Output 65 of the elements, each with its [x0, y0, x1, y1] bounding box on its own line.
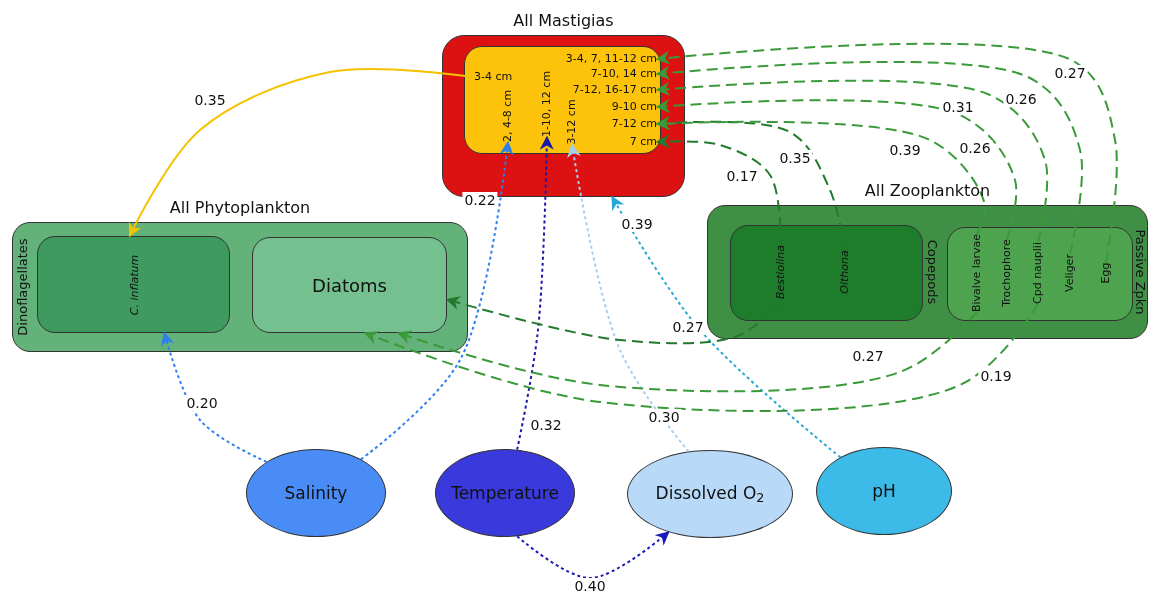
passive-zooplankton-box	[947, 227, 1133, 321]
size-label: 7-12 cm	[611, 117, 657, 131]
taxon-label: Bestiolina	[774, 245, 788, 299]
arrow	[128, 68, 475, 238]
edge-label: 0.31	[940, 99, 976, 115]
arrow	[655, 79, 1049, 243]
taxon-label: Bivalve larvae	[970, 234, 984, 312]
arrow	[655, 116, 987, 235]
group-heading: All Phytoplankton	[169, 198, 311, 217]
arrow	[363, 303, 1039, 413]
group-side-label: Passive Zpkn	[1132, 229, 1148, 315]
arrow	[655, 42, 1118, 264]
arrow	[611, 195, 842, 459]
size-label: 2, 4-8 cm	[501, 89, 515, 143]
size-label: 3-12 cm	[565, 99, 579, 145]
taxon-label: Veliger	[1063, 254, 1077, 292]
taxon-label: Diatoms	[312, 274, 387, 296]
edge-label: 0.40	[572, 578, 608, 594]
taxon-box	[252, 237, 447, 333]
edge-label: 0.22	[462, 192, 498, 208]
arrow	[655, 60, 1083, 256]
size-label: 3-4 cm	[474, 70, 513, 84]
arrow	[516, 531, 670, 579]
arrow	[160, 331, 268, 463]
group-heading: All Mastigias	[513, 11, 614, 30]
size-class-box	[464, 46, 661, 154]
taxon-label: Cpd nauplii	[1031, 242, 1045, 304]
edge-label: 0.32	[528, 417, 564, 433]
taxon-box	[37, 236, 230, 333]
size-label: 7-12, 16-17 cm	[572, 83, 657, 97]
arrow	[396, 311, 978, 393]
edge-label: 0.30	[646, 409, 682, 425]
size-label: 7-10, 14 cm	[590, 67, 657, 81]
arrow	[516, 135, 554, 451]
edge-label: 0.26	[1003, 91, 1039, 107]
edge-label: 0.27	[1052, 65, 1088, 81]
factor-label: pH	[872, 481, 896, 501]
taxon-label: C. inflatum	[127, 254, 140, 315]
arrow	[567, 143, 690, 453]
taxon-label: Egg	[1099, 262, 1113, 284]
size-label: 3-4, 7, 11-12 cm	[565, 52, 657, 66]
copepod-box	[730, 225, 923, 321]
edge-label: 0.17	[724, 168, 760, 184]
edge-label: 0.39	[619, 216, 655, 232]
factor-label: Salinity	[284, 483, 348, 503]
group-side-label: Copepods	[924, 239, 940, 305]
edge-label: 0.35	[777, 150, 813, 166]
factor-label: Dissolved O$_{2}$	[655, 482, 765, 506]
arrow	[655, 99, 1018, 241]
taxon-label: Oithona	[838, 250, 852, 294]
size-label: 7 cm	[629, 135, 657, 149]
size-label: 1-10, 12 cm	[540, 70, 554, 138]
group-heading: All Zooplankton	[864, 181, 991, 200]
factor-label: Temperature	[451, 483, 559, 503]
edge-label: 0.20	[184, 395, 220, 411]
edge-label: 0.19	[978, 368, 1014, 384]
size-label: 9-10 cm	[611, 100, 657, 114]
arrow	[360, 140, 514, 461]
edge-label: 0.27	[850, 348, 886, 364]
edge-label: 0.39	[887, 142, 923, 158]
edge-label: 0.35	[192, 92, 228, 108]
edge-label: 0.27	[670, 319, 706, 335]
edge-label: 0.26	[957, 140, 993, 156]
group-side-label: Dinoflagellates	[14, 238, 30, 336]
taxon-label: Trochophore	[1000, 239, 1014, 307]
